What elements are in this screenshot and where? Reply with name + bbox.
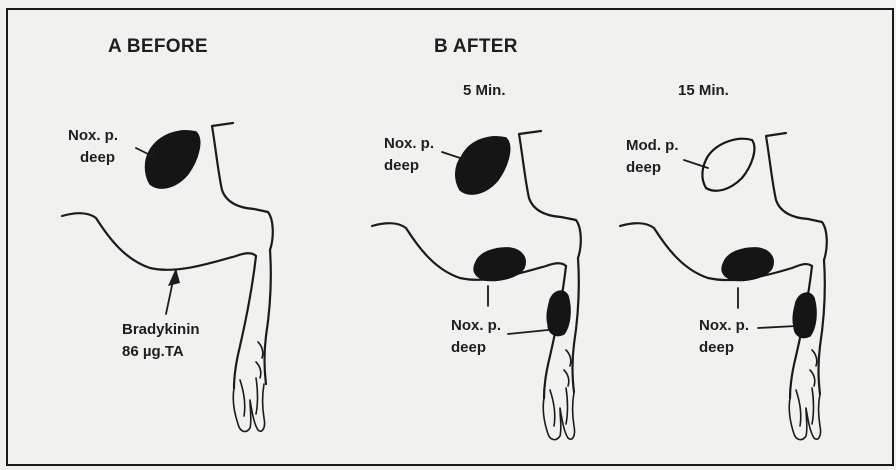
shoulder-outline bbox=[62, 213, 256, 270]
panel-after-5-min: Nox. p. deep Nox. p. deep bbox=[372, 131, 581, 440]
wrist-detail bbox=[564, 350, 571, 386]
label-bradykinin: Bradykinin bbox=[122, 321, 200, 338]
label-nox-bottom-15-line2: deep bbox=[699, 339, 734, 356]
shoulder-outline bbox=[372, 223, 566, 280]
neck-outline bbox=[212, 123, 273, 250]
pain-area-mod-deep-shoulder bbox=[702, 139, 754, 191]
wrist-detail bbox=[810, 350, 817, 386]
label-nox-top-5-line2: deep bbox=[384, 157, 419, 174]
arm-inner-outline bbox=[573, 258, 579, 392]
label-nox-bottom-5-line2: deep bbox=[451, 339, 486, 356]
panel-after-15-min: Mod. p. deep Nox. p. deep bbox=[620, 133, 827, 440]
shoulder-outline bbox=[620, 223, 812, 280]
label-dose: 86 µg.TA bbox=[122, 343, 184, 360]
pain-area-nox-deep-arm bbox=[793, 293, 816, 337]
pain-area-nox-deep-shoulder bbox=[456, 137, 510, 194]
arm-inner-outline bbox=[265, 250, 271, 384]
arm-outline bbox=[234, 256, 256, 388]
time-label-15-min: 15 Min. bbox=[678, 82, 729, 99]
heading-before: A BEFORE bbox=[108, 36, 208, 57]
hand-outline bbox=[789, 388, 820, 440]
panel-before: Nox. p. deep Bradykinin 86 µg.TA bbox=[62, 123, 273, 431]
leader-arm-5-min bbox=[508, 330, 548, 334]
neck-outline bbox=[519, 131, 581, 258]
hand-outline bbox=[543, 388, 574, 440]
pain-area-nox-deep-shoulder bbox=[146, 131, 200, 188]
label-nox-before-line2: deep bbox=[80, 149, 115, 166]
leader-arm-15-min bbox=[758, 326, 796, 328]
label-mod-top-15-line1: Mod. p. bbox=[626, 137, 679, 154]
pain-area-nox-deep-arm bbox=[547, 291, 570, 335]
time-label-5-min: 5 Min. bbox=[463, 82, 506, 99]
pain-area-nox-deep-chest bbox=[474, 248, 525, 281]
label-nox-top-5-line1: Nox. p. bbox=[384, 135, 434, 152]
heading-after: B AFTER bbox=[434, 36, 518, 57]
arm-inner-outline bbox=[819, 260, 825, 394]
wrist-detail bbox=[256, 342, 263, 378]
label-nox-before-line1: Nox. p. bbox=[68, 127, 118, 144]
label-nox-bottom-15-line1: Nox. p. bbox=[699, 317, 749, 334]
hand-outline bbox=[233, 378, 264, 431]
label-nox-bottom-5-line1: Nox. p. bbox=[451, 317, 501, 334]
neck-outline bbox=[766, 133, 827, 260]
label-mod-top-15-line2: deep bbox=[626, 159, 661, 176]
